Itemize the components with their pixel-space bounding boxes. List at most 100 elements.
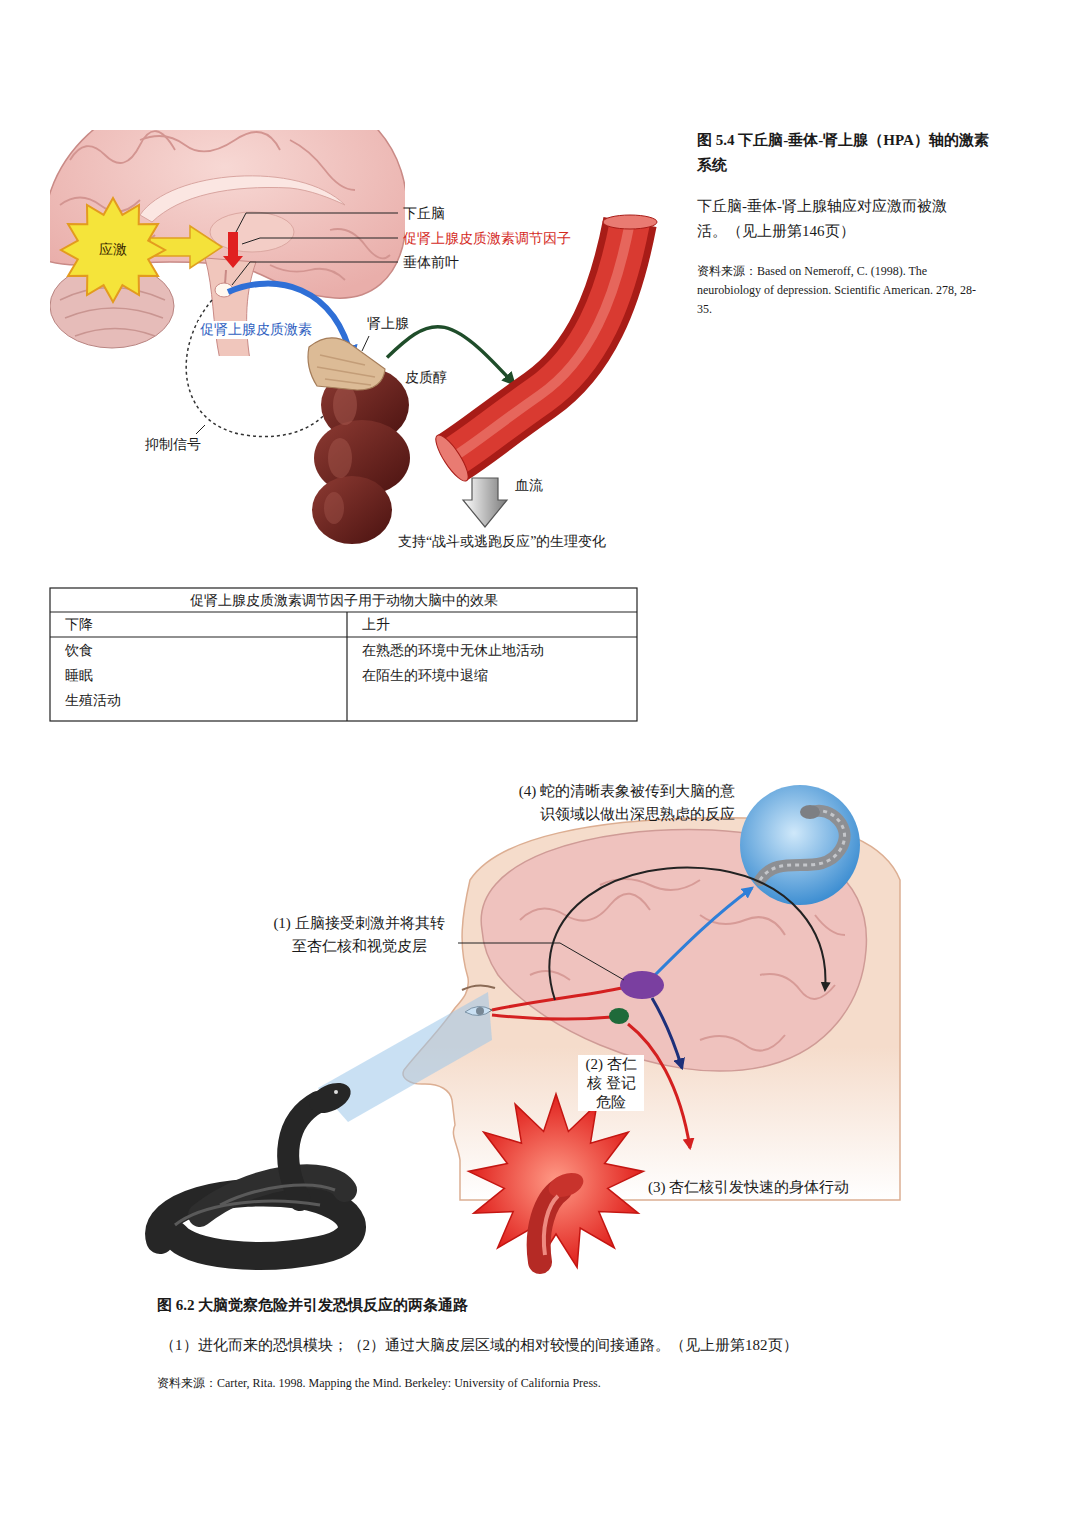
thought-bubble-part: [800, 805, 820, 819]
table-grid-part: [50, 611, 637, 612]
figure-caption: （1）进化而来的恐惧模块；（2）通过大脑皮层区域的相对较慢的间接通路。（见上册第…: [160, 1336, 798, 1356]
kidney: [312, 367, 410, 544]
adrenal-striation: [320, 355, 365, 365]
neural-pathways-part: [492, 1015, 612, 1019]
table-title: 促肾上腺皮质激素调节因子用于动物大脑中的效果: [50, 592, 637, 610]
annotation-label: 垂体前叶: [403, 254, 459, 272]
vessel-end: [603, 215, 657, 229]
table-grid: [50, 588, 637, 721]
callout-text: (3) 杏仁核引发快速的身体行动: [648, 1178, 849, 1198]
brain-section-part: [205, 258, 256, 356]
callout-text: (2) 杏仁核 登记危险: [578, 1055, 644, 1111]
brain-section: [50, 130, 405, 356]
brain-section-part-part: [270, 265, 345, 280]
stress-star: 应激: [61, 198, 165, 302]
annotation-label: 促肾上腺皮质激素调节因子: [403, 230, 571, 248]
red-snake-part: [539, 1190, 560, 1262]
leader-lines-part: [196, 425, 205, 434]
figure-title: 图 5.4 下丘脑-垂体-肾上腺（HPA）轴的激素系统: [697, 128, 997, 178]
neural-pathways-part: [655, 888, 752, 975]
black-snake-part: [200, 1176, 345, 1215]
vessel-tube: [452, 222, 630, 458]
brain-gyri-part: [700, 1035, 785, 1051]
thought-bubble-part: [760, 811, 845, 880]
thought-bubble-part: [760, 811, 845, 880]
node-text: 血流: [515, 477, 543, 495]
brain-gyri-part: [760, 974, 835, 999]
kidney-part: [328, 438, 352, 478]
leader-lines-part: [242, 238, 398, 244]
flow-arrow: [463, 478, 507, 527]
table-cell: 饮食: [65, 642, 93, 660]
table-grid-part: [346, 612, 347, 721]
black-snake-part: [305, 1077, 356, 1119]
node-text: 肾上腺: [367, 315, 409, 333]
black-snake-part: [159, 1192, 352, 1255]
red-snake-part: [544, 1196, 558, 1255]
table-grid-part: [50, 636, 637, 637]
brain-section-part: [210, 212, 294, 252]
annotation-label: 下丘脑: [403, 205, 445, 223]
vessel-end: [431, 431, 474, 485]
neural-pathways-part: [652, 998, 682, 1068]
callout-text: (1) 丘脑接受刺激并将其转至杏仁核和视觉皮层: [268, 912, 450, 957]
callout-text: (4) 蛇的清晰表象被传到大脑的意识领域以做出深思熟虑的反应: [510, 780, 735, 827]
kidney-part: [333, 385, 357, 425]
brain-section-part-part: [60, 198, 140, 212]
neural-pathways-part: [620, 971, 664, 999]
annotation-label: 促肾上腺皮质激素: [198, 321, 314, 339]
danger-burst-shape: [469, 1094, 644, 1267]
kidney-part: [312, 476, 392, 544]
thought-bubble-part: [740, 785, 860, 905]
neural-pathways: [458, 868, 825, 1148]
leader-lines-part: [362, 336, 369, 351]
table-cell: 在熟悉的环境中无休止地活动: [362, 642, 544, 660]
danger-burst: [469, 1094, 644, 1267]
brain-section-part-part: [75, 329, 155, 337]
node-text: 应激: [99, 241, 127, 259]
source-note: 资料来源：Based on Nemeroff, C. (1998). The n…: [697, 262, 987, 320]
annotation-label: 支持“战斗或逃跑反应”的生理变化: [398, 533, 606, 551]
annotation-label: 抑制信号: [145, 436, 201, 454]
table-header: 上升: [362, 616, 390, 634]
figure-title: 图 6.2 大脑觉察危险并引发恐惧反应的两条通路: [157, 1296, 468, 1316]
edge-label: 皮质醇: [405, 369, 447, 387]
table-header: 下降: [65, 616, 93, 634]
neural-pathways-part: [609, 1008, 629, 1024]
blood-vessel: 血流: [470, 385, 570, 460]
neural-pathways-part: [492, 988, 622, 1010]
red-snake-part: [545, 1169, 586, 1202]
node-outline: [305, 335, 387, 391]
table-cell: 在陌生的环境中退缩: [362, 667, 488, 685]
brain-section-part-part: [140, 132, 280, 151]
brain-section-part-part: [65, 308, 163, 318]
thought-bubble: [740, 785, 860, 905]
adrenal-shape: [308, 338, 385, 390]
neural-pathways-part: [458, 943, 624, 980]
figure-caption: 下丘脑-垂体-肾上腺轴应对应激而被激活。（见上册第146页）: [697, 194, 959, 244]
adrenal-striation: [317, 367, 375, 377]
red-snake: [539, 1169, 587, 1262]
black-snake-part: [334, 1090, 338, 1094]
brain-section-part-part: [330, 229, 390, 258]
hypothalamus-pituitary-part: [223, 232, 243, 268]
black-snake: [159, 1077, 355, 1256]
adrenal-striation: [325, 379, 371, 385]
black-snake-part: [220, 1185, 335, 1205]
table-cell: 生殖活动: [65, 692, 121, 710]
vessel-tube: [452, 222, 630, 458]
adrenal-gland: 肾上腺: [305, 335, 387, 391]
neural-pathways-part: [549, 868, 825, 1000]
star-shape: [61, 198, 165, 302]
eye-part: [462, 985, 495, 990]
table-grid-part: [50, 588, 637, 721]
leader-lines-part: [236, 213, 398, 232]
black-snake-part: [175, 1201, 320, 1225]
source-note: 资料来源：Carter, Rita. 1998. Mapping the Min…: [157, 1376, 601, 1392]
hypothalamus-pituitary-part: [225, 270, 226, 284]
leader-lines-part: [232, 262, 398, 285]
vessel-tube: [452, 222, 630, 458]
brain-gyri-part: [815, 915, 845, 935]
